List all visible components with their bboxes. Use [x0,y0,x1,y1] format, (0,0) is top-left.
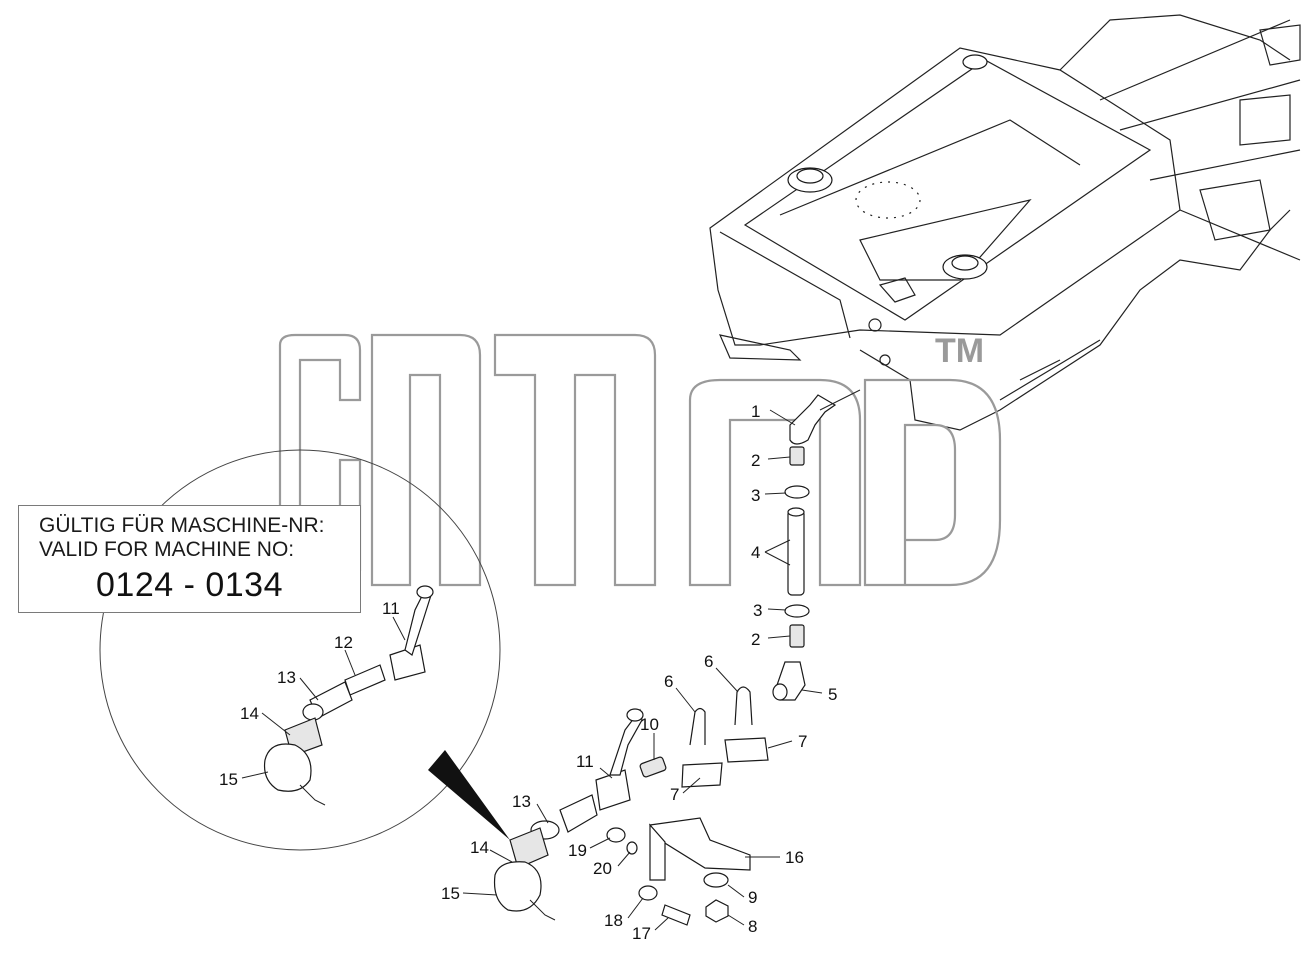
callout-leaders [241,409,823,931]
detail-valve-assembly [263,585,434,806]
callout-2-lower: 2 [751,630,760,649]
lower-valve-assembly [493,708,644,921]
callout-13-lower: 13 [512,792,531,811]
callout-7-right: 7 [798,732,807,751]
machine-frame [709,14,1301,431]
callout-3-lower: 3 [753,601,762,620]
bracket-assembly [606,686,769,926]
callout-2-upper: 2 [751,451,760,470]
callout-19: 19 [568,841,587,860]
callout-11-detail: 11 [382,599,400,618]
callout-15-detail: 15 [219,770,238,789]
pipe-assembly [772,389,861,701]
callout-20: 20 [593,859,612,878]
callout-4: 4 [751,543,760,562]
callout-10: 10 [640,715,659,734]
detail-circle [99,449,501,851]
callout-12-detail: 12 [334,633,353,652]
callout-labels: 1 2 3 4 3 2 5 6 6 7 7 10 11 13 14 15 19 … [219,402,837,943]
callout-9: 9 [748,888,757,907]
callout-5: 5 [828,685,837,704]
callout-3-upper: 3 [751,486,760,505]
valid-label-en: VALID FOR MACHINE NO: [39,538,295,561]
detail-pointer-arrow [428,750,510,840]
callout-13-detail: 13 [277,668,296,687]
callout-15-lower: 15 [441,884,460,903]
callout-6-right: 6 [704,652,713,671]
trademark-mark: TM [935,332,984,370]
valid-label-de: GÜLTIG FÜR MASCHINE-NR: [39,514,325,537]
machine-number-range: 0124 - 0134 [96,566,283,604]
callout-14-detail: 14 [240,704,259,723]
callout-16: 16 [785,848,804,867]
watermark-logo: TM [278,332,1002,587]
callout-8: 8 [748,917,757,936]
callout-6-left: 6 [664,672,673,691]
machine-number-box: GÜLTIG FÜR MASCHINE-NR: VALID FOR MACHIN… [18,505,361,613]
callout-17: 17 [632,924,651,943]
callout-7-left: 7 [670,785,679,804]
callout-11-lower: 11 [576,752,594,771]
callout-1: 1 [751,402,760,421]
callout-18: 18 [604,911,623,930]
callout-14-lower: 14 [470,838,489,857]
